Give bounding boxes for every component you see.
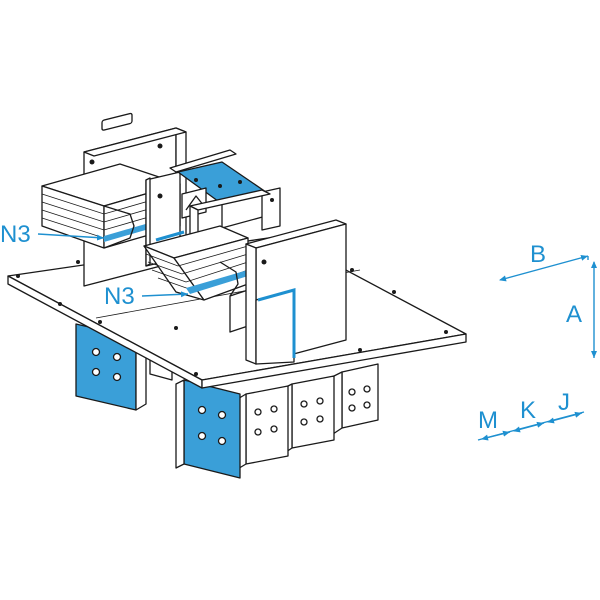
- upper-busbar-stack: [41, 163, 181, 249]
- dim-m-arrow: [481, 430, 511, 441]
- n3-lower-label: N3: [104, 283, 135, 310]
- front-end-plate: [245, 219, 347, 365]
- dim-k-arrow: [513, 421, 545, 433]
- lower-busbar-white-1: [235, 385, 289, 471]
- n3-upper-leader: [37, 233, 105, 241]
- dim-b-arrow: [499, 254, 589, 282]
- lower-busbar-stack: [143, 225, 249, 333]
- n3-lower-leader: [141, 291, 189, 298]
- dim-k-label: K: [520, 397, 536, 424]
- dim-b-label: B: [530, 241, 546, 268]
- dim-m-label: M: [478, 407, 498, 434]
- lower-busbar-blue-front: [175, 379, 241, 479]
- n3-upper-label: N3: [0, 221, 31, 248]
- dim-a-label: A: [566, 301, 582, 328]
- dimension-legend: B A M K J: [477, 241, 597, 441]
- lower-busbar-white-3: [329, 363, 379, 437]
- dim-j-label: J: [558, 389, 570, 416]
- dim-j-arrow: [547, 411, 583, 424]
